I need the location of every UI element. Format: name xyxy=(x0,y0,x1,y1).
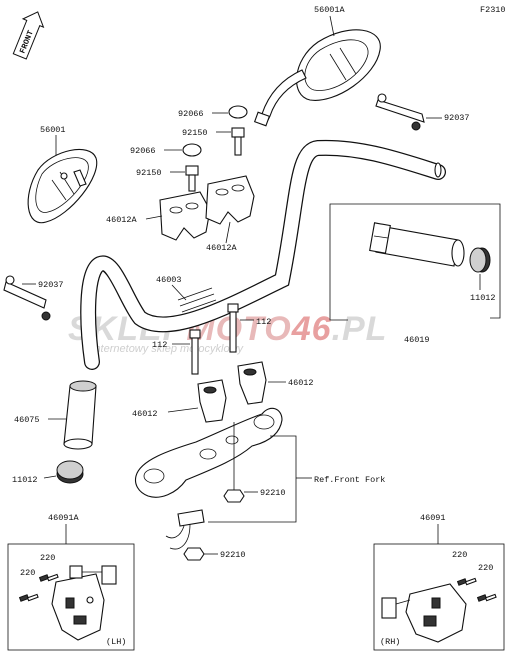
cable-clip xyxy=(165,509,205,550)
label-grip-left: 46075 xyxy=(14,415,40,425)
label-nut-upper: 92210 xyxy=(260,488,286,498)
cap-upper xyxy=(228,105,248,119)
diagram-code: F2310 xyxy=(480,5,506,15)
holder-upper xyxy=(237,361,267,405)
ref-bracket-line xyxy=(208,435,297,523)
label-handlebar: 46003 xyxy=(156,275,182,285)
label-switch-left: 46091A xyxy=(48,513,80,523)
plate-left xyxy=(3,275,51,321)
plate-right xyxy=(375,93,425,131)
rh-tag: (RH) xyxy=(380,637,400,647)
label-screw-rh-b: 220 xyxy=(478,563,493,573)
switch-right-box xyxy=(373,543,505,651)
label-bolt-upper: 92150 xyxy=(182,128,208,138)
screw-rh-a xyxy=(456,577,477,586)
bolt-112-b xyxy=(189,329,201,375)
watermark: SKLEPMOTO46.PL internetowy sklep motocyk… xyxy=(68,310,386,355)
throttle-grip-box: 11012 xyxy=(329,203,501,321)
label-clamp-right: 46012A xyxy=(206,243,238,253)
switch-left-box xyxy=(7,543,135,651)
front-arrow-icon: FRONT xyxy=(12,11,45,60)
label-plate-right: 92037 xyxy=(444,113,470,123)
ref-front-fork: Ref.Front Fork xyxy=(314,475,385,485)
screw-lh-a xyxy=(38,573,59,582)
label-cap-upper: 92066 xyxy=(178,109,204,119)
label-nut-lower: 92210 xyxy=(220,550,246,560)
clamp-left xyxy=(159,191,211,241)
nut-lower xyxy=(183,547,205,561)
lh-tag: (LH) xyxy=(106,637,126,647)
label-grip-end-right: 11012 xyxy=(470,293,496,303)
bolt-upper xyxy=(231,127,245,156)
screw-lh-b xyxy=(18,593,39,602)
label-screw-lh-a: 220 xyxy=(40,553,55,563)
label-plate-left: 92037 xyxy=(38,280,64,290)
label-holder-lower: 46012 xyxy=(132,409,158,419)
label-switch-right: 46091 xyxy=(420,513,446,523)
mirror-right xyxy=(253,29,381,127)
label-clamp-left: 46012A xyxy=(106,215,138,225)
label-grip-end-left: 11012 xyxy=(12,475,38,485)
throttle-grip xyxy=(369,222,465,267)
label-bolt-lower: 92150 xyxy=(136,168,162,178)
grip-end-right xyxy=(469,247,491,273)
label-mirror-left: 56001 xyxy=(40,125,66,135)
label-screw-lh-b: 220 xyxy=(20,568,35,578)
label-mirror-right: 56001A xyxy=(314,5,346,15)
bolt-lower xyxy=(185,165,199,192)
cap-lower xyxy=(182,143,202,157)
svg-text:internetowy sklep motocyklowy: internetowy sklep motocyklowy xyxy=(92,343,245,355)
nut-upper xyxy=(223,489,245,503)
bolt-112-a xyxy=(227,303,239,353)
label-holder-upper: 46012 xyxy=(288,378,314,388)
label-cap-lower: 92066 xyxy=(130,146,156,156)
label-screw-rh-a: 220 xyxy=(452,550,467,560)
switch-left xyxy=(51,565,117,641)
switch-right xyxy=(381,583,467,643)
grip-end-left xyxy=(56,460,84,484)
holder-lower xyxy=(197,379,227,423)
label-bolt-112-b: 112 xyxy=(152,340,167,350)
screw-rh-b xyxy=(476,593,497,602)
label-bolt-112-a: 112 xyxy=(256,317,271,327)
clamp-right xyxy=(205,175,255,225)
mirror-left xyxy=(27,149,98,224)
label-throttle-grip: 46019 xyxy=(404,335,430,345)
grip-left xyxy=(63,380,97,450)
fork-bracket xyxy=(134,407,283,498)
